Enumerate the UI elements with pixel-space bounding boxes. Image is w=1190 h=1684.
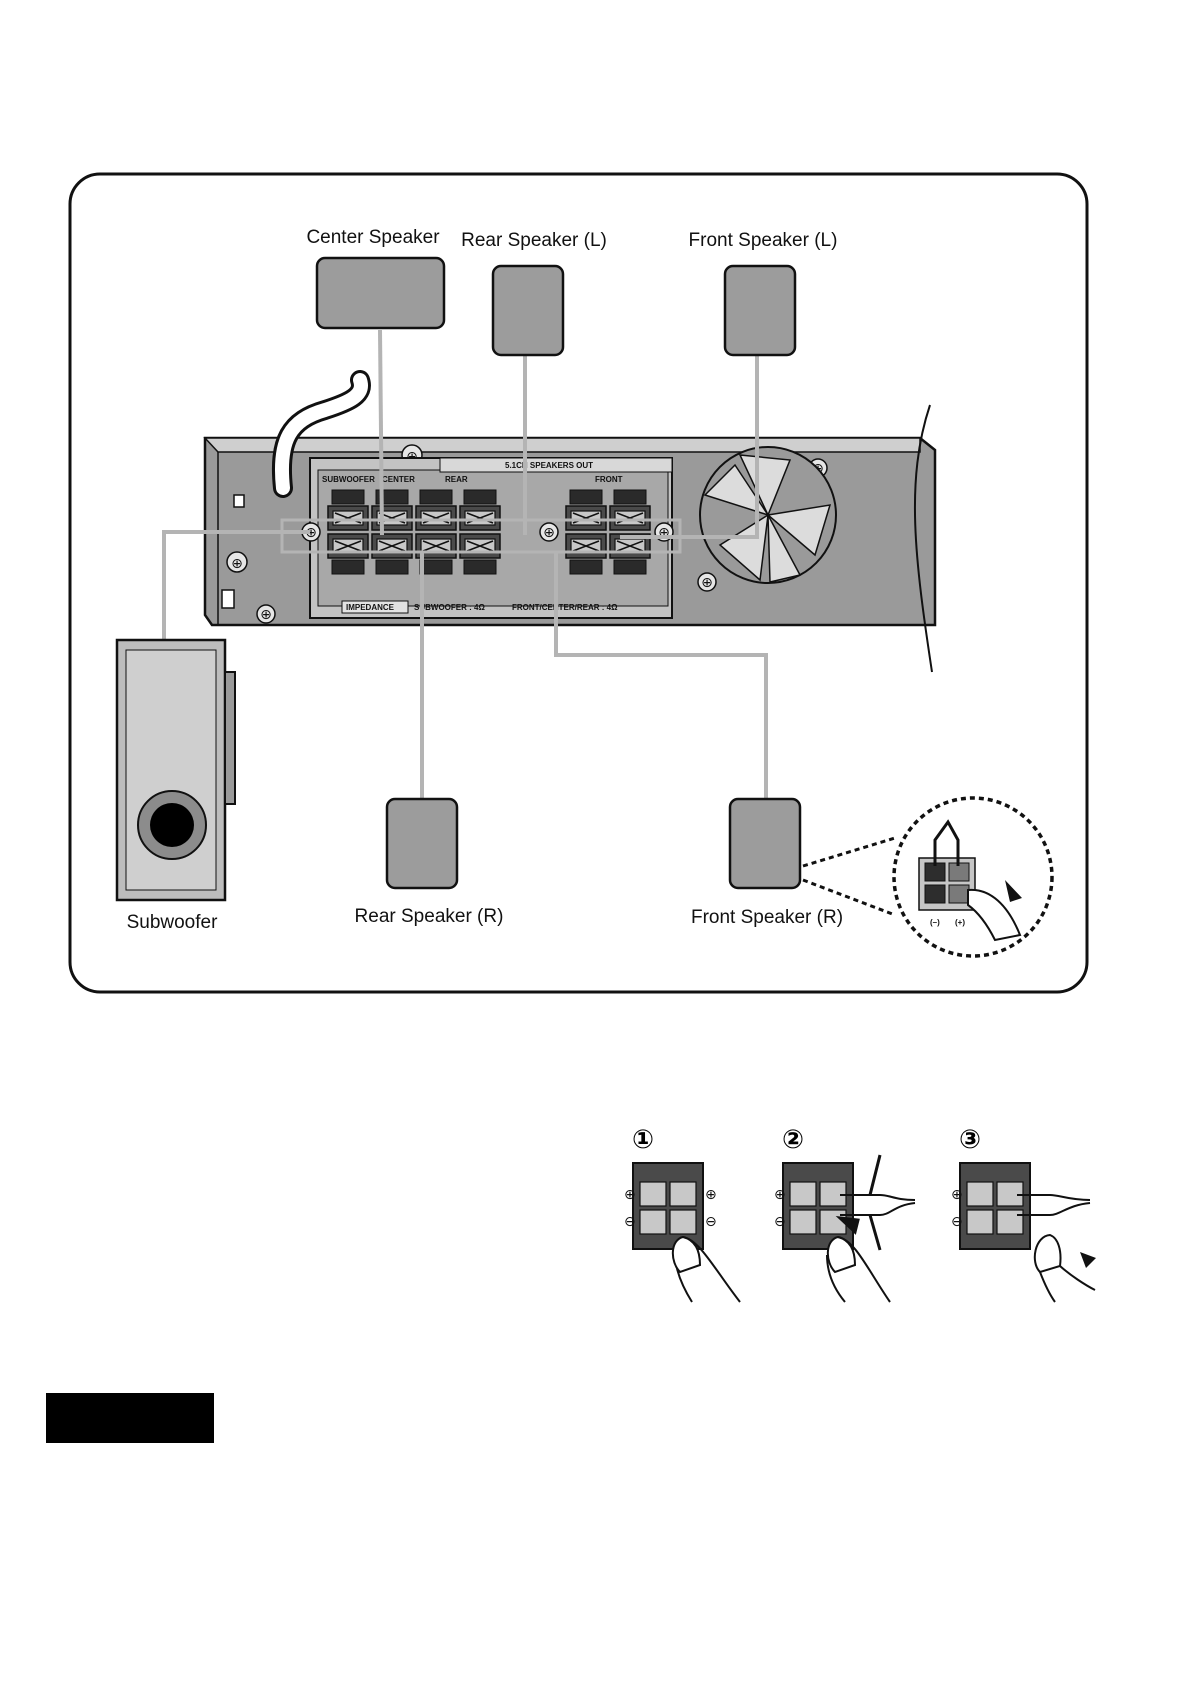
front-speaker-l (723, 264, 797, 357)
screw-icon: ⊕ (226, 551, 248, 573)
screw-icon: ⊕ (697, 572, 717, 592)
inset-minus-label: (–) (930, 918, 940, 927)
terminal-lever (375, 489, 409, 505)
terminal-lever (463, 489, 497, 505)
svg-text:⊕: ⊕ (658, 525, 670, 541)
terminal-lever (569, 559, 603, 575)
svg-text:⊕: ⊕ (260, 607, 272, 623)
polarity-plus-icon: ⊕ (539, 522, 559, 542)
inset-plus-label: (+) (955, 918, 965, 927)
svg-text:⊕: ⊕ (705, 1187, 717, 1203)
panel-impedance-other: FRONT/CENTER/REAR : 4Ω (512, 603, 618, 612)
terminal-clip-mark (334, 540, 362, 552)
terminal-lever (613, 489, 647, 505)
step-1-number: ① (632, 1125, 654, 1155)
panel-impedance-label: IMPEDANCE (346, 603, 395, 612)
panel-col-center: CENTER (382, 475, 415, 484)
speaker-wires (162, 329, 768, 800)
connection-steps: ① ⊕ ⊖ ⊕ ⊖ ② ⊕ ⊖ (624, 1125, 1096, 1303)
step-1-terminal-icon: ⊕ ⊖ ⊕ ⊖ (624, 1162, 741, 1303)
cooling-fan-icon (699, 446, 837, 584)
note-label-box (46, 1393, 214, 1443)
svg-text:⊖: ⊖ (624, 1214, 636, 1230)
svg-text:⊖: ⊖ (951, 1214, 963, 1230)
label-rear-speaker-r: Rear Speaker (R) (355, 906, 504, 927)
terminal-clip-mark (466, 540, 494, 552)
label-subwoofer: Subwoofer (127, 912, 219, 933)
svg-text:⊕: ⊕ (701, 575, 713, 591)
panel-title: 5.1CH SPEAKERS OUT (505, 461, 593, 470)
svg-text:⊕: ⊕ (231, 556, 243, 572)
center-speaker (315, 256, 446, 330)
svg-text:⊕: ⊕ (951, 1187, 963, 1203)
screw-icon: ⊕ (256, 604, 276, 624)
label-front-speaker-l: Front Speaker (L) (689, 230, 838, 251)
terminal-lever (331, 559, 365, 575)
svg-text:⊕: ⊕ (543, 525, 555, 541)
terminal-lever (463, 559, 497, 575)
panel-impedance-sub: SUBWOOFER : 4Ω (414, 603, 485, 612)
terminal-lever (375, 559, 409, 575)
label-front-speaker-r: Front Speaker (R) (691, 907, 843, 928)
panel-col-subwoofer: SUBWOOFER (322, 475, 375, 484)
panel-col-rear: REAR (445, 475, 468, 484)
terminal-clip-mark (572, 540, 600, 552)
terminal-zoom-inset: (–) (+) (802, 796, 1054, 958)
terminal-lever (569, 489, 603, 505)
terminal-lever (331, 489, 365, 505)
svg-text:⊕: ⊕ (624, 1187, 636, 1203)
step-2-terminal-icon: ⊕ ⊖ (774, 1154, 916, 1303)
label-center-speaker: Center Speaker (306, 227, 440, 248)
front-speaker-r (728, 797, 802, 890)
rear-speaker-r (385, 797, 459, 890)
rear-speaker-l (491, 264, 565, 357)
step-3-terminal-icon: ⊕ ⊖ (951, 1162, 1096, 1303)
svg-text:⊖: ⊖ (705, 1214, 717, 1230)
step-3-number: ③ (959, 1125, 981, 1155)
svg-text:⊖: ⊖ (774, 1214, 786, 1230)
left-terminal-block (327, 489, 501, 575)
terminal-lever (613, 559, 647, 575)
svg-text:⊕: ⊕ (774, 1187, 786, 1203)
step-2-number: ② (782, 1125, 804, 1155)
subwoofer-icon (115, 638, 236, 902)
terminal-clip-mark (616, 540, 644, 552)
terminal-lever (419, 559, 453, 575)
panel-col-front: FRONT (595, 475, 623, 484)
terminal-clip-mark (422, 540, 450, 552)
terminal-clip-mark (378, 540, 406, 552)
label-rear-speaker-l: Rear Speaker (L) (461, 230, 607, 251)
svg-text:⊕: ⊕ (305, 525, 317, 541)
terminal-lever (419, 489, 453, 505)
